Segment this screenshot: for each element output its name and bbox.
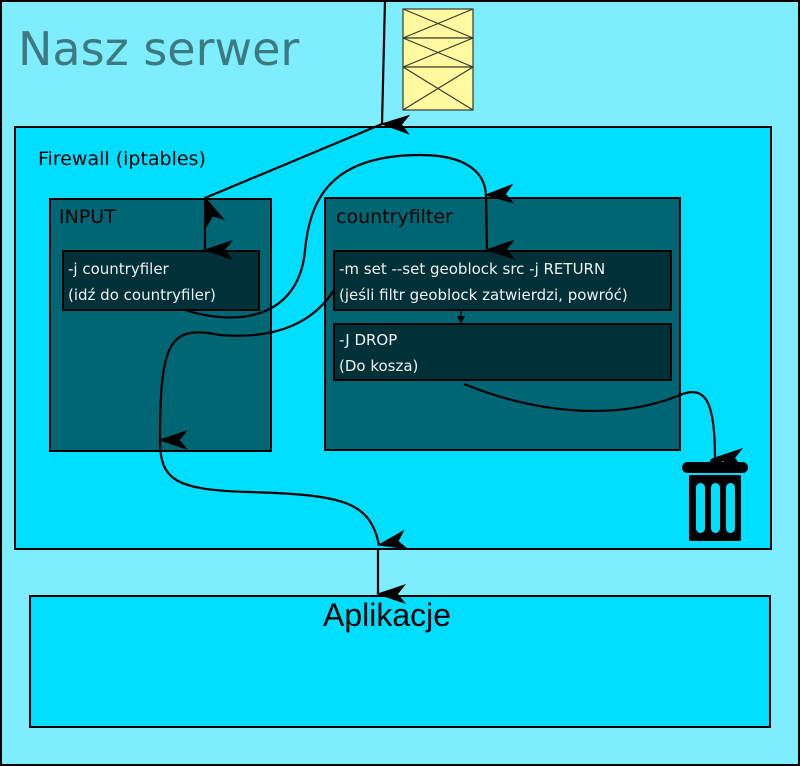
rule-description: (Do kosza) bbox=[339, 357, 419, 375]
rule-command: -J DROP bbox=[339, 331, 398, 349]
trash-bin-icon bbox=[682, 458, 748, 541]
rule-jump-countryfilter: -j countryfiler (idź do countryfiler) bbox=[62, 250, 260, 311]
packet-stack-icon bbox=[402, 8, 474, 111]
rule-geoblock-return: -m set --set geoblock src -j RETURN (jeś… bbox=[333, 250, 672, 311]
arrow-incoming bbox=[380, 0, 411, 135]
applications-box bbox=[29, 595, 771, 728]
rule-command: -j countryfiler bbox=[68, 260, 169, 278]
arrow-to-input bbox=[204, 122, 383, 228]
firewall-title: Firewall (iptables) bbox=[38, 148, 206, 170]
arrow-countryfilter-to-rule bbox=[484, 194, 516, 260]
rule-drop: -J DROP (Do kosza) bbox=[333, 323, 672, 381]
arrow-jump-to-countryfilter bbox=[184, 153, 515, 319]
arrow-return bbox=[158, 289, 335, 451]
server-title: Nasz serwer bbox=[18, 22, 300, 76]
arrow-return-to-apps bbox=[158, 439, 409, 550]
input-chain-title: INPUT bbox=[59, 206, 116, 228]
rule-description: (idź do countryfiler) bbox=[68, 286, 216, 304]
countryfilter-chain-title: countryfilter bbox=[336, 206, 453, 228]
rule-command: -m set --set geoblock src -j RETURN bbox=[339, 260, 606, 278]
rule-description: (jeśli filtr geoblock zatwierdzi, powróć… bbox=[339, 286, 628, 304]
arrow-drop-to-trash bbox=[463, 382, 744, 468]
